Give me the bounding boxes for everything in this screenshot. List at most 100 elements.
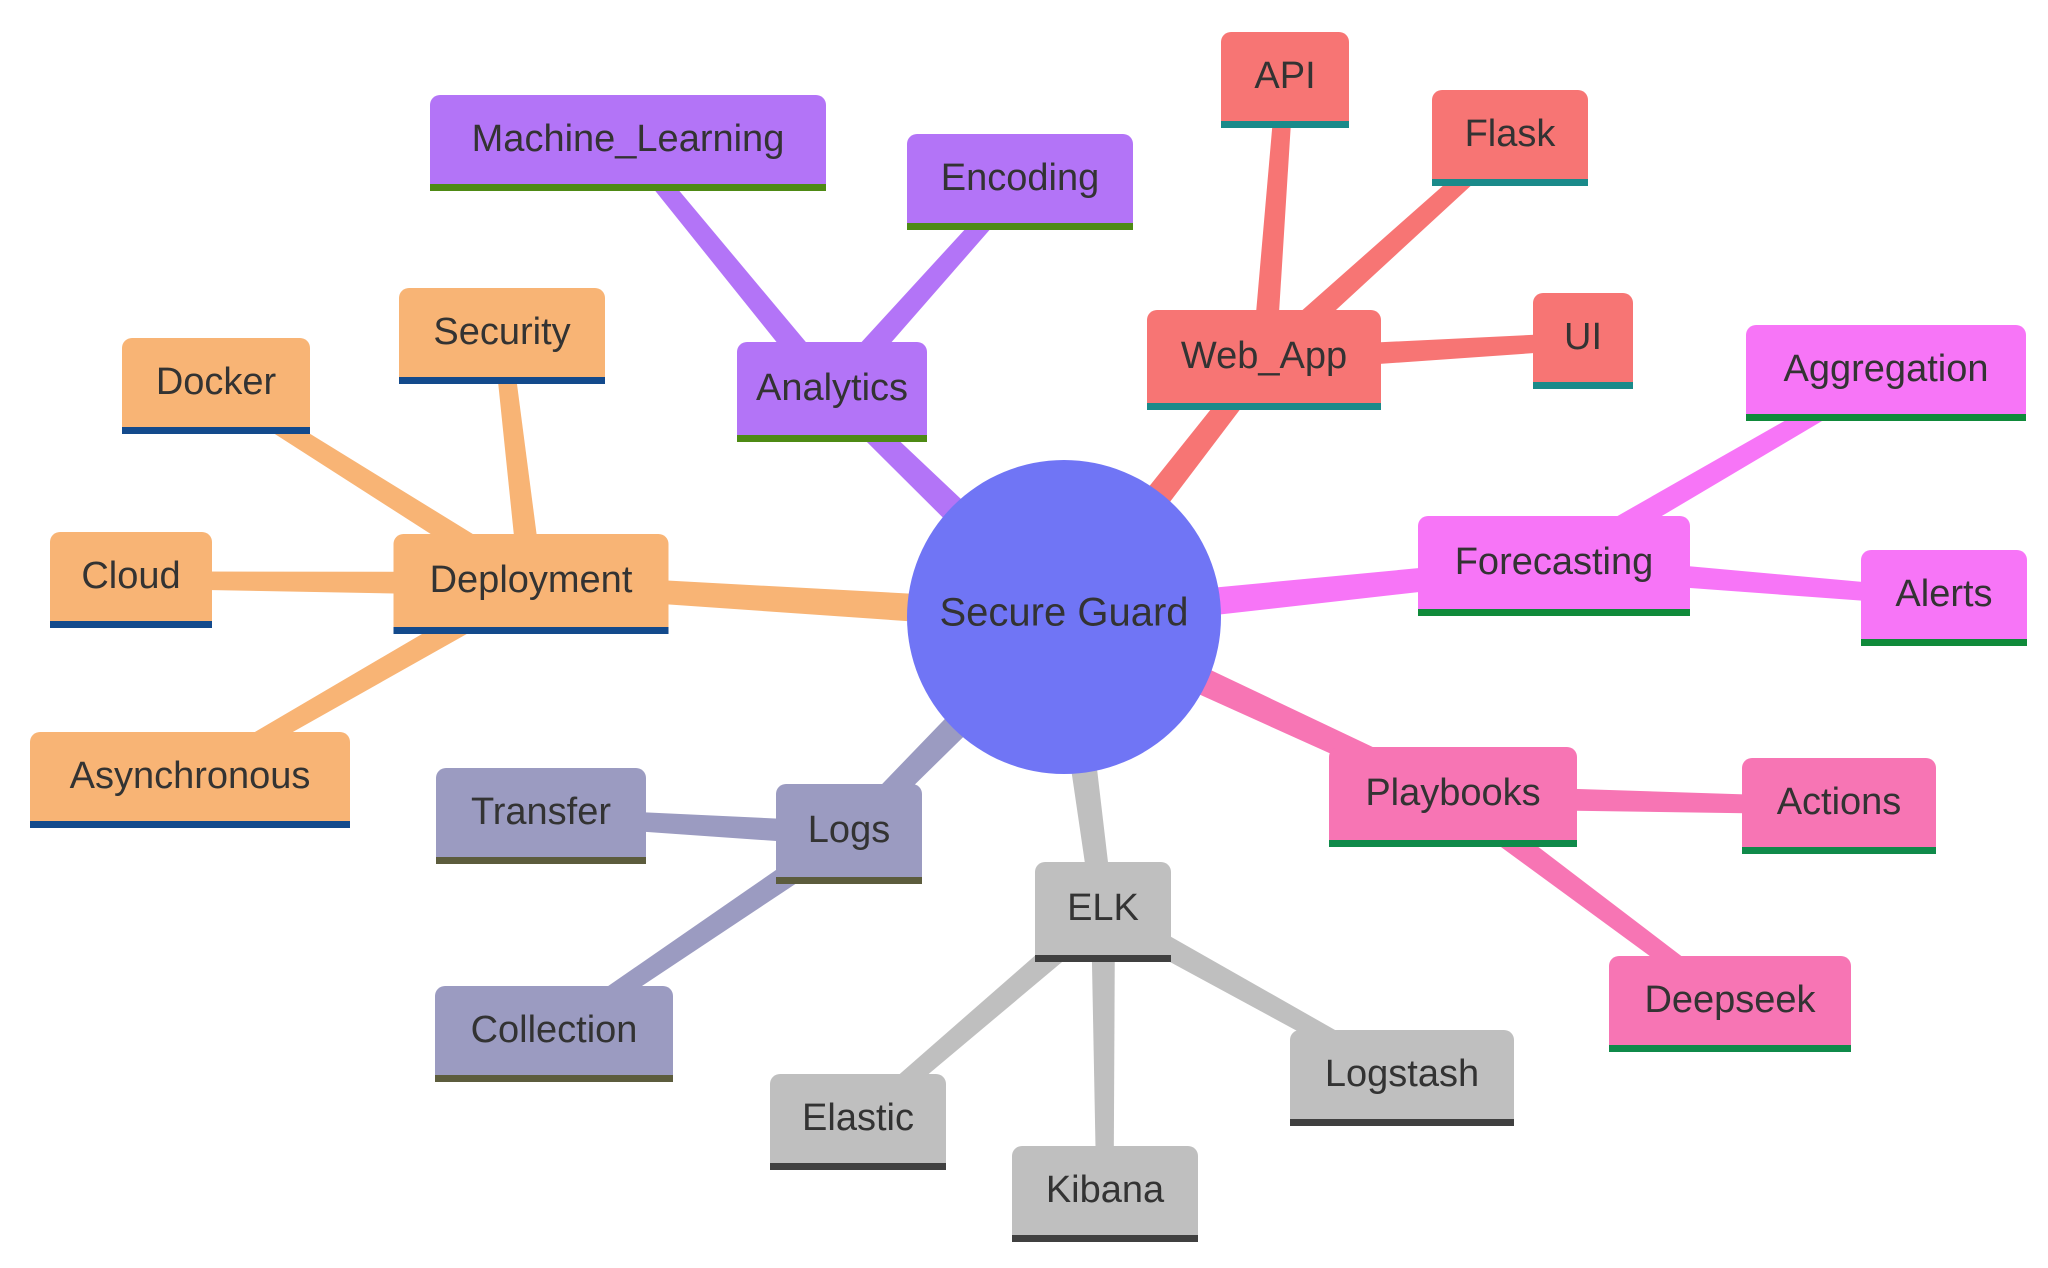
node-alerts-box-base — [1861, 626, 2027, 639]
node-asynchronous[interactable]: Asynchronous — [30, 732, 350, 828]
node-actions-box-base — [1742, 834, 1936, 847]
node-api-label: API — [1254, 55, 1315, 97]
node-api-box — [1221, 32, 1349, 128]
node-encoding[interactable]: Encoding — [907, 134, 1133, 230]
edge-web-app-api — [1252, 79, 1294, 361]
node-asynchronous-box — [30, 732, 350, 828]
node-asynchronous-box-base — [30, 808, 350, 821]
node-transfer-box-base — [436, 844, 646, 857]
node-aggregation-underline — [1746, 414, 2026, 421]
node-ui[interactable]: UI — [1533, 293, 1633, 389]
node-aggregation-box — [1746, 325, 2026, 421]
node-playbooks[interactable]: Playbooks — [1329, 747, 1577, 847]
node-logstash-label: Logstash — [1325, 1053, 1479, 1095]
node-elastic-box — [770, 1074, 946, 1170]
node-encoding-underline — [907, 223, 1133, 230]
node-alerts-label: Alerts — [1895, 573, 1992, 615]
node-deployment[interactable]: Deployment — [393, 534, 669, 634]
node-web-app-box-base — [1147, 390, 1381, 403]
node-collection-box-base — [435, 1062, 673, 1075]
node-elastic[interactable]: Elastic — [770, 1074, 946, 1170]
node-security-underline — [399, 377, 605, 384]
node-cloud-box-base — [50, 608, 212, 621]
node-security[interactable]: Security — [399, 288, 605, 384]
node-docker-box — [122, 338, 310, 434]
node-machine-learning-box-base — [430, 171, 826, 184]
node-actions[interactable]: Actions — [1742, 758, 1936, 854]
node-security-box — [399, 288, 605, 384]
node-deployment-box-base — [393, 614, 669, 627]
node-asynchronous-underline — [30, 821, 350, 828]
node-logs-box — [776, 784, 922, 884]
node-security-box-base — [399, 364, 605, 377]
node-elastic-underline — [770, 1163, 946, 1170]
node-analytics-box — [737, 342, 927, 442]
node-logs-box-base — [776, 864, 922, 877]
edge-web-app-flask — [1256, 131, 1516, 369]
node-docker-underline — [122, 427, 310, 434]
node-ui-underline — [1533, 382, 1633, 389]
node-web-app-label: Web_App — [1181, 335, 1347, 377]
node-analytics[interactable]: Analytics — [737, 342, 927, 442]
node-collection-label: Collection — [471, 1009, 638, 1051]
edge-elk-kibana — [1091, 911, 1115, 1195]
node-deepseek-underline — [1609, 1045, 1851, 1052]
node-transfer-underline — [436, 857, 646, 864]
node-elastic-box-base — [770, 1150, 946, 1163]
node-security-label: Security — [433, 311, 570, 353]
node-collection[interactable]: Collection — [435, 986, 673, 1082]
node-transfer-box — [436, 768, 646, 864]
node-deployment-label: Deployment — [430, 559, 633, 601]
node-aggregation[interactable]: Aggregation — [1746, 325, 2026, 421]
node-actions-label: Actions — [1777, 781, 1902, 823]
node-web-app-underline — [1147, 403, 1381, 410]
node-alerts-underline — [1861, 639, 2027, 646]
node-deepseek-label: Deepseek — [1644, 979, 1816, 1021]
node-kibana-label: Kibana — [1046, 1169, 1165, 1211]
node-deepseek-box — [1609, 956, 1851, 1052]
node-aggregation-box-base — [1746, 401, 2026, 414]
node-transfer[interactable]: Transfer — [436, 768, 646, 864]
node-flask-label: Flask — [1465, 113, 1557, 155]
node-flask[interactable]: Flask — [1432, 90, 1588, 186]
node-logstash-box — [1290, 1030, 1514, 1126]
node-elk-box-base — [1035, 942, 1171, 955]
node-kibana-box-base — [1012, 1222, 1198, 1235]
node-playbooks-box-base — [1329, 827, 1577, 840]
node-kibana-box — [1012, 1146, 1198, 1242]
node-docker-box-base — [122, 414, 310, 427]
node-deployment-underline — [393, 627, 669, 634]
node-elk[interactable]: ELK — [1035, 862, 1171, 962]
node-elk-box — [1035, 862, 1171, 962]
node-machine-learning-label: Machine_Learning — [472, 118, 785, 160]
node-docker-label: Docker — [156, 361, 277, 403]
node-encoding-box — [907, 134, 1133, 230]
node-cloud[interactable]: Cloud — [50, 532, 212, 628]
node-docker[interactable]: Docker — [122, 338, 310, 434]
node-logstash[interactable]: Logstash — [1290, 1030, 1514, 1126]
node-web-app-box — [1147, 310, 1381, 410]
node-forecasting[interactable]: Forecasting — [1418, 516, 1690, 616]
node-logstash-underline — [1290, 1119, 1514, 1126]
node-api-box-base — [1221, 108, 1349, 121]
node-machine-learning-box — [430, 95, 826, 191]
node-asynchronous-label: Asynchronous — [70, 755, 311, 797]
node-ui-label: UI — [1564, 316, 1602, 358]
node-playbooks-box — [1329, 747, 1577, 847]
node-deepseek[interactable]: Deepseek — [1609, 956, 1851, 1052]
node-web-app[interactable]: Web_App — [1147, 310, 1381, 410]
node-cloud-box — [50, 532, 212, 628]
node-analytics-label: Analytics — [756, 367, 908, 409]
node-actions-box — [1742, 758, 1936, 854]
node-cloud-label: Cloud — [81, 555, 180, 597]
node-flask-box-base — [1432, 166, 1588, 179]
node-alerts[interactable]: Alerts — [1861, 550, 2027, 646]
node-flask-box — [1432, 90, 1588, 186]
root-node[interactable]: Secure Guard — [907, 460, 1221, 774]
node-logs[interactable]: Logs — [776, 784, 922, 884]
node-logs-label: Logs — [808, 809, 890, 851]
node-machine-learning[interactable]: Machine_Learning — [430, 95, 826, 191]
node-api[interactable]: API — [1221, 32, 1349, 128]
node-kibana[interactable]: Kibana — [1012, 1146, 1198, 1242]
node-logs-underline — [776, 877, 922, 884]
